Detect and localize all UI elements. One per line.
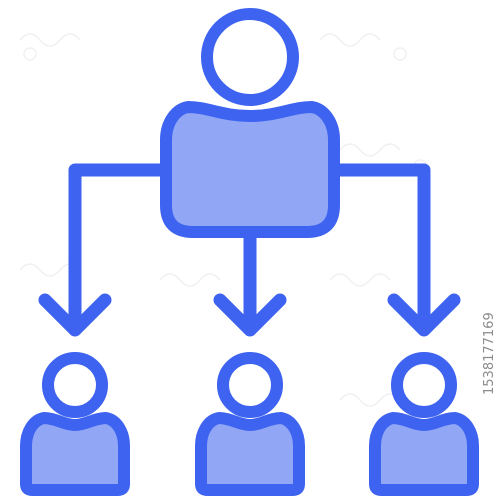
center-subordinate-body xyxy=(195,412,305,496)
center-arrowhead-icon xyxy=(213,293,287,337)
right-subordinate-body xyxy=(369,412,479,496)
right-branch-line xyxy=(321,163,431,335)
subordinate-person-icon-left xyxy=(20,352,130,496)
left-arrowhead-icon xyxy=(38,293,112,337)
subordinate-person-icon-right xyxy=(369,352,479,496)
watermark-id-text: 1538177169 xyxy=(482,312,497,395)
leader-person-icon xyxy=(160,8,340,238)
right-subordinate-head xyxy=(391,352,457,418)
left-branch-line xyxy=(68,163,179,335)
right-arrowhead-icon xyxy=(387,293,461,337)
connector-lines xyxy=(38,163,461,337)
left-subordinate-body xyxy=(20,412,130,496)
left-subordinate-head xyxy=(42,352,108,418)
leader-head xyxy=(201,8,299,106)
center-subordinate-head xyxy=(217,352,283,418)
subordinate-person-icon-center xyxy=(195,352,305,496)
leader-body xyxy=(160,101,340,238)
